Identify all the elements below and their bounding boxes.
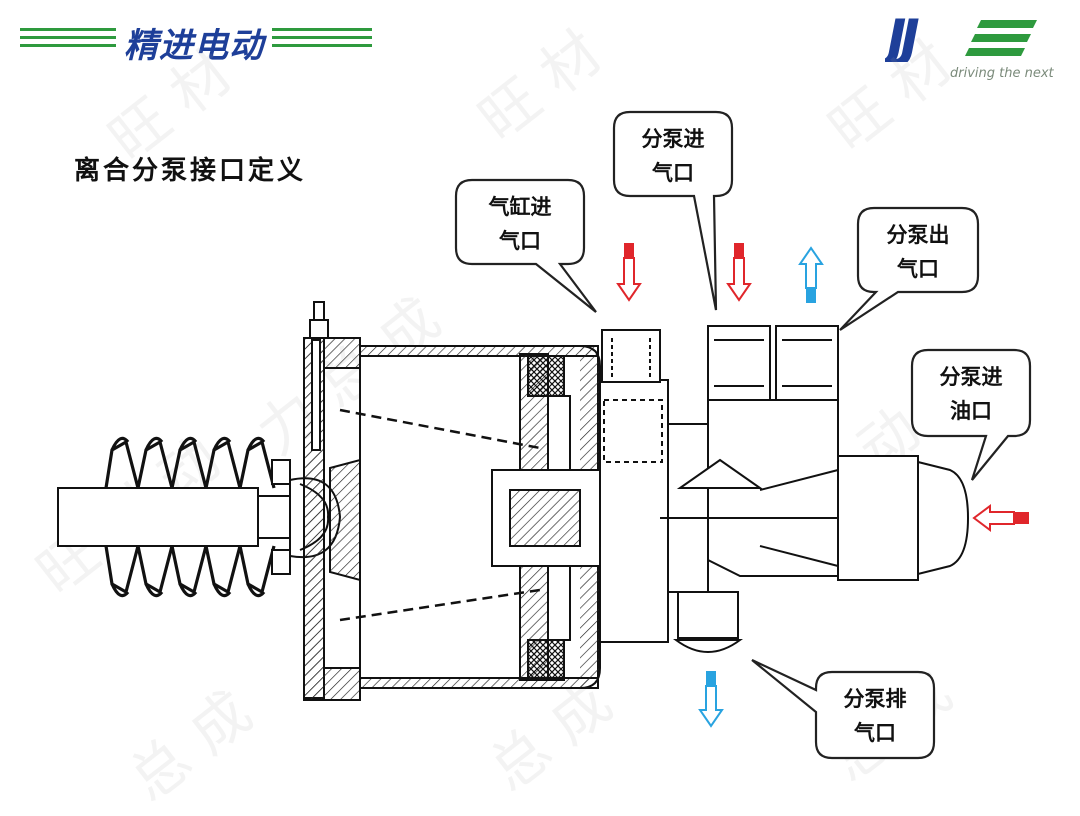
pump-outlet-port — [775, 325, 839, 401]
valve-body — [599, 379, 669, 643]
callout-pump-air-inlet — [612, 110, 734, 311]
company-name: 精进电动 — [124, 26, 264, 66]
blue-exhaust-arrow-icon — [698, 671, 724, 728]
red-inlet-arrow-icon — [726, 243, 752, 302]
push-rod — [57, 487, 259, 547]
page-title: 离合分泵接口定义 — [74, 156, 307, 186]
callout-pump-air-outlet — [839, 206, 980, 331]
air-inlet-port — [601, 329, 661, 383]
return-spring-lower — [339, 588, 541, 622]
grease-fitting — [309, 319, 329, 339]
company-logo: JJ — [885, 14, 1037, 62]
callout-pump-oil-inlet — [910, 348, 1032, 481]
callout-pump-exhaust — [751, 659, 936, 760]
bellows-lower — [104, 545, 276, 595]
pump-inlet-port — [707, 325, 771, 401]
oil-inlet-cap — [917, 460, 970, 576]
red-inlet-arrow-icon — [616, 243, 642, 302]
callout-pump-air-inlet-label: 分泵进 气口 — [641, 126, 705, 185]
callout-pump-oil-inlet-label: 分泵进 油口 — [939, 364, 1003, 423]
blue-outlet-arrow-icon — [798, 246, 824, 303]
oil-inlet-fitting — [837, 455, 919, 581]
callout-pump-air-outlet-label: 分泵出 气口 — [886, 222, 950, 281]
callout-cylinder-air-inlet-label: 气缸进 气口 — [488, 194, 552, 253]
return-spring-upper — [339, 408, 541, 450]
callout-pump-exhaust-label: 分泵排 气口 — [843, 686, 907, 745]
red-oil-inlet-arrow-icon — [972, 504, 1029, 532]
callout-cylinder-air-inlet — [454, 178, 597, 313]
exhaust-port — [677, 591, 739, 639]
bellows-upper — [104, 439, 276, 489]
tagline: driving the next — [950, 66, 1054, 81]
